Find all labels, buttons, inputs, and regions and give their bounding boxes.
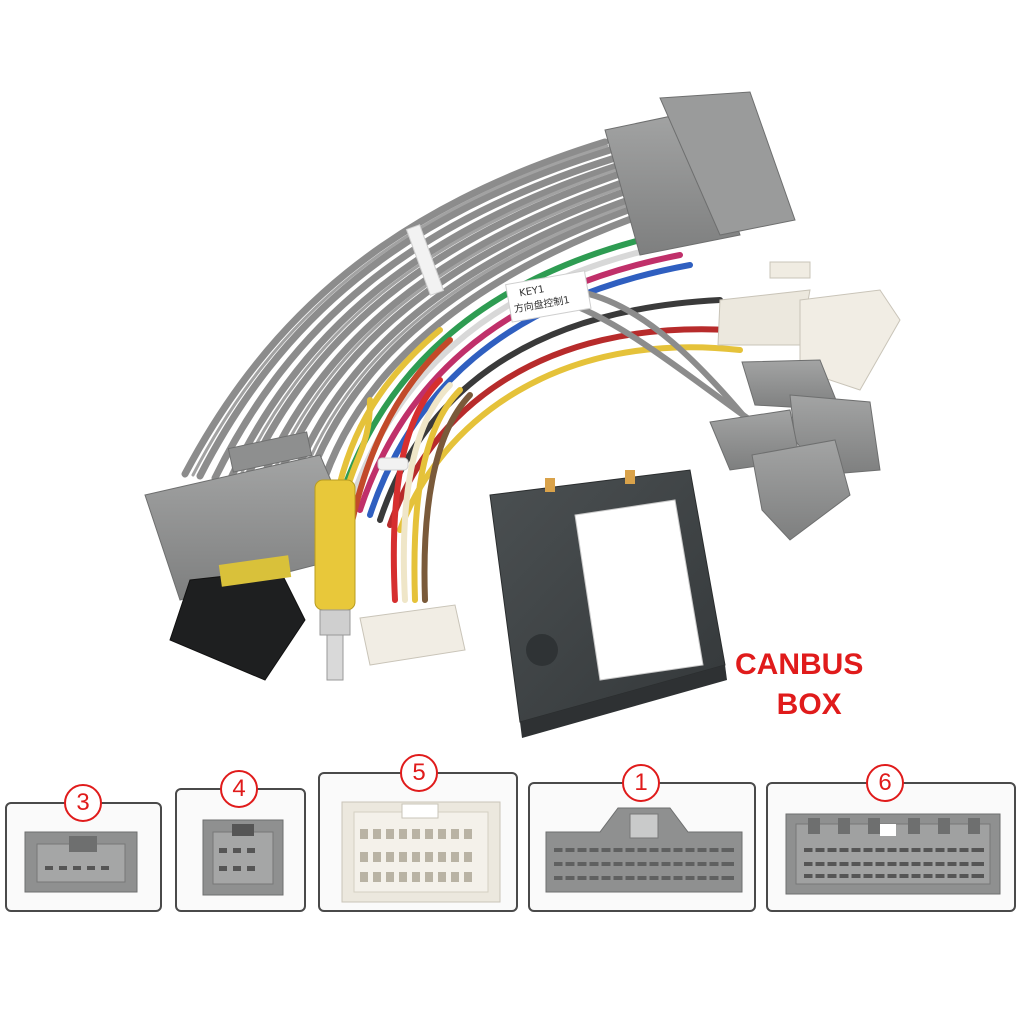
wiring-harness-photo: KEY1 方向盘控制1: [144, 91, 901, 738]
canbus-label-line1: CANBUS: [735, 648, 864, 681]
grey-latched-connector-icon: [545, 807, 743, 893]
black-connector: [169, 555, 306, 681]
wire-tag: KEY1 方向盘控制1: [505, 270, 592, 323]
canbus-label-line2: BOX: [776, 688, 842, 721]
badge-3: 3: [64, 784, 102, 822]
badge-4: 4: [220, 770, 258, 808]
badge-6: 6: [866, 764, 904, 802]
badge-5: 5: [400, 754, 438, 792]
connector-panel-1: [528, 782, 756, 912]
grey-small-connector-icon: [24, 831, 138, 893]
top-grey-connector: [604, 91, 796, 256]
white-multi-pin-connector-icon: [341, 801, 501, 903]
canbus-box-label: CANBUS BOX: [735, 645, 863, 725]
cable-tie: [377, 457, 409, 471]
grey-wire-bundle: [181, 138, 654, 496]
white-small-connector: [359, 604, 466, 666]
canbus-box: [489, 469, 727, 738]
white-connector-right: [717, 261, 901, 391]
grey-wide-connector-icon: [785, 813, 1001, 895]
small-grey-connectors: [709, 359, 881, 541]
svg-text:KEY1: KEY1: [518, 284, 545, 299]
connector-panel-5: [318, 772, 518, 912]
cable-tie: [405, 224, 445, 296]
rca-connector: [314, 479, 356, 681]
badge-1: 1: [622, 764, 660, 802]
connector-panel-6: [766, 782, 1016, 912]
grey-square-connector-icon: [202, 819, 284, 896]
colored-wires: [327, 232, 783, 603]
connector-panel-4: [175, 788, 306, 912]
